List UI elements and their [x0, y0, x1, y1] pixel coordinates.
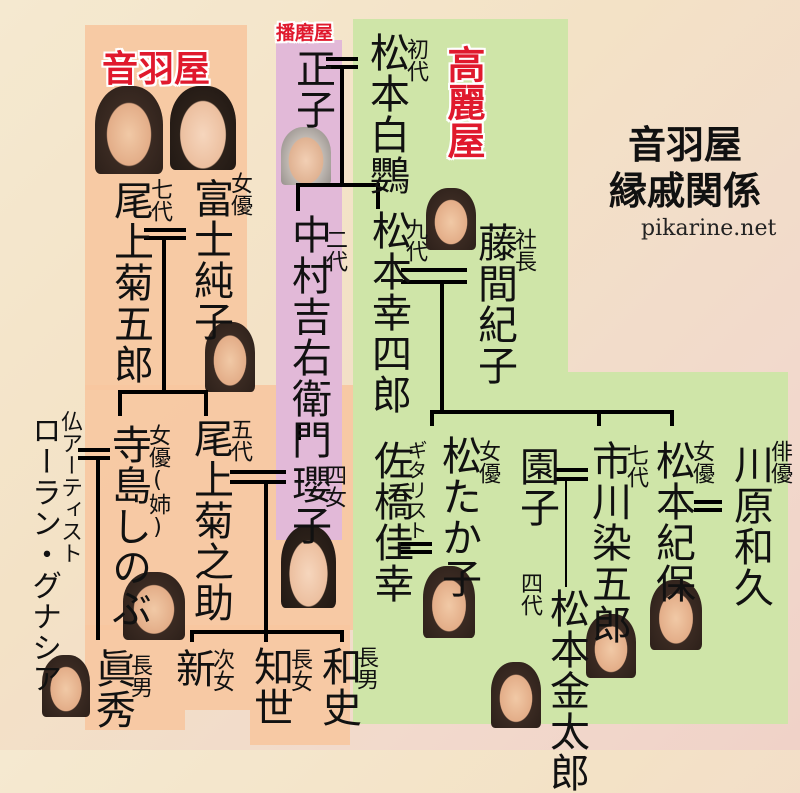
house-label-harimaya: 播磨屋 — [276, 22, 334, 44]
person-kazufumi-name: 和史 — [315, 646, 361, 728]
marriage-line-koshiro-fujima-2 — [401, 280, 467, 284]
photo-junko-fuji — [170, 86, 236, 170]
marriage-line-laurent-shinobu-2 — [78, 456, 110, 460]
person-junko-name: 富士純子 — [187, 178, 233, 342]
marriage-line-kiho-kawahara-1 — [694, 500, 722, 504]
person-fujima-name: 藤間紀子 — [471, 222, 517, 386]
person-hakuo-note: 初代 — [403, 38, 428, 82]
person-kintaro-name: 松本金太郎 — [543, 588, 589, 793]
marriage-line-sonoko-somegoro-1 — [554, 468, 588, 472]
descent-somegoro — [597, 410, 601, 426]
person-takako-note: 女優 — [475, 440, 500, 484]
marriage-line-kikunosuke-yoko-1 — [230, 470, 286, 474]
person-kawahara-name: 川原和久 — [727, 444, 773, 608]
person-laurent-note: 仏アーティスト — [57, 410, 82, 564]
person-kawahara-note: 俳優 — [767, 440, 792, 484]
sibling-bar-hakuo-children — [296, 183, 380, 187]
otowaya-region-bottom — [85, 625, 185, 730]
person-sahashi-note: ギタリスト — [404, 440, 428, 540]
person-laurent-name: ローラン・グナシア — [26, 415, 61, 694]
descent-takako — [430, 410, 434, 426]
descent-kintaro — [565, 477, 567, 587]
photo-takako — [423, 566, 475, 638]
person-fujima-note: 社長 — [511, 228, 536, 272]
person-kikunosuke-note: 五代 — [227, 418, 252, 462]
photo-makoto — [42, 655, 90, 717]
sibling-bar-kikunosuke-children — [190, 630, 344, 634]
descent-kikunosuke-children — [264, 480, 268, 642]
marriage-line-kiho-kawahara-2 — [694, 508, 722, 512]
person-junko-note: 女優 — [227, 172, 252, 216]
site-credit: pikarine.net — [641, 216, 777, 241]
person-tomoyo-note: 長女 — [287, 648, 312, 692]
title-line2: 縁戚関係 — [608, 169, 761, 213]
person-kikugoro-name: 尾上菊五郎 — [107, 180, 153, 385]
diagram-title: 音羽屋 縁戚関係 — [600, 122, 770, 214]
descent-kichiemon-yoko — [297, 424, 301, 440]
marriage-line-sahashi-takako-1 — [400, 542, 432, 546]
person-kiho-note: 女優 — [689, 440, 714, 484]
person-yoko-note: 四女 — [321, 464, 346, 508]
descent-shinobu — [118, 390, 122, 416]
person-makoto-note: 長男 — [127, 654, 152, 698]
person-kichiemon-name: 中村吉右衛門 — [285, 214, 331, 460]
person-somegoro-name: 市川染五郎 — [585, 440, 631, 645]
person-yoko-name: 瓔子 — [285, 464, 331, 546]
person-tomoyo-name: 知世 — [247, 646, 293, 728]
photo-koshiro — [426, 188, 476, 250]
person-sonoko-name: 園子 — [513, 446, 559, 528]
descent-koshiro-children — [440, 280, 444, 412]
person-shinobu-name: 寺島しのぶ — [105, 424, 151, 629]
sibling-bar-kikugoro-children — [118, 390, 208, 394]
person-kintaro-note: 四代 — [517, 572, 542, 616]
otowaya-region-bottom-mid — [185, 625, 250, 710]
house-label-koraiya: 高麗屋 — [441, 45, 485, 159]
person-somegoro-note: 七代 — [623, 444, 648, 488]
otowaya-region-bottom-right — [250, 625, 350, 745]
house-label-otowaya: 音羽屋 — [102, 49, 211, 90]
photo-kichiemon — [281, 127, 331, 185]
marriage-line-sonoko-somegoro-2 — [554, 477, 588, 481]
descent-kichiemon — [296, 183, 300, 211]
person-koshiro-note: 九代 — [402, 218, 427, 262]
descent-kikugoro-children — [162, 236, 166, 394]
descent-kazufumi — [340, 630, 344, 642]
person-shinobu-note: 女優(姉) — [145, 424, 170, 540]
sibling-bar-koshiro-children — [430, 410, 674, 414]
person-arata-note: 次女 — [209, 648, 234, 692]
marriage-line-laurent-shinobu-1 — [78, 448, 110, 452]
descent-kiho — [670, 410, 674, 426]
marriage-line-kikugoro-junko-1 — [144, 228, 186, 232]
person-kazufumi-note: 長男 — [353, 646, 378, 690]
photo-kikugoro — [95, 86, 163, 174]
person-kichiemon-note: 二代 — [322, 228, 347, 272]
photo-kikunosuke — [205, 322, 255, 392]
marriage-line-masako-hakuo-1 — [326, 57, 358, 61]
photo-kiho — [650, 580, 702, 650]
photo-shinobu — [123, 572, 185, 640]
descent-makoto — [96, 456, 100, 640]
descent-line-hakuo — [340, 65, 344, 185]
person-koshiro-name: 松本幸四郎 — [365, 210, 411, 415]
photo-kintaro — [491, 662, 541, 728]
photo-somegoro — [586, 614, 636, 678]
harimaya-region — [276, 40, 342, 540]
photo-yoko — [281, 526, 336, 608]
person-takako-name: 松たか子 — [435, 435, 481, 599]
person-hakuo-name: 松本白鸚 — [363, 32, 409, 196]
person-sahashi-name: 佐橋佳幸 — [367, 440, 413, 604]
person-kiho-name: 松本紀保 — [649, 440, 695, 604]
person-makoto-name: 眞秀 — [89, 648, 135, 730]
marriage-line-kikunosuke-yoko-2 — [230, 480, 286, 484]
descent-kikunosuke — [204, 390, 208, 416]
person-masako-name: 正子 — [289, 48, 335, 130]
person-kikunosuke-name: 尾上菊之助 — [187, 418, 233, 623]
title-line1: 音羽屋 — [627, 123, 742, 167]
descent-arata — [190, 630, 194, 642]
descent-koshiro — [376, 183, 380, 209]
person-kikugoro-note: 七代 — [147, 178, 172, 222]
marriage-line-sahashi-takako-2 — [400, 550, 432, 554]
person-arata-name: 新 — [169, 648, 215, 689]
marriage-line-koshiro-fujima-1 — [401, 268, 467, 272]
